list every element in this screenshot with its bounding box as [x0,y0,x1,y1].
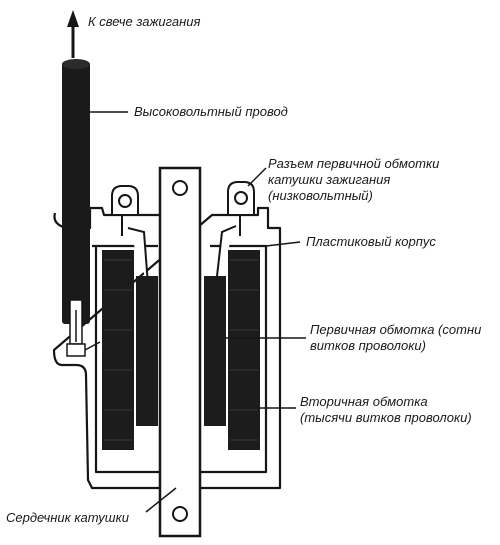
arrow-up-icon [67,10,79,58]
label-primary-connector-line-2: катушки зажигания [268,172,391,187]
label-plastic-case: Пластиковый корпус [306,234,436,249]
label-primary-winding-line-1: Первичная обмотка (сотни [310,322,482,337]
case-inner-chamber [92,244,268,474]
secondary-winding-left [102,250,134,450]
label-hv-wire: Высоковольтный провод [134,104,288,119]
secondary-winding-right [228,250,260,450]
coil-core [158,166,202,538]
leader-lines [90,111,306,513]
label-primary-winding: Первичная обмотка (сотни витков проволок… [310,322,481,354]
primary-connector-terminals [111,181,255,286]
plastic-case-outline [52,206,282,490]
label-primary-winding-line-2: витков проволоки) [310,338,426,353]
label-primary-connector-line-3: (низковольтный) [268,188,373,203]
label-secondary-winding: Вторичная обмотка (тысячи витков проволо… [300,394,472,426]
label-to-spark-plug: К свече зажигания [88,14,201,29]
label-primary-connector: Разъем первичной обмотки катушки зажиган… [268,156,439,204]
label-secondary-winding-line-2: (тысячи витков проволоки) [300,410,472,425]
label-core: Сердечник катушки [6,510,129,525]
primary-winding-right [204,276,226,426]
high-voltage-wire [62,59,101,357]
label-secondary-winding-line-1: Вторичная обмотка [300,394,428,409]
primary-winding-left [136,276,158,426]
label-primary-connector-line-1: Разъем первичной обмотки [268,156,440,171]
